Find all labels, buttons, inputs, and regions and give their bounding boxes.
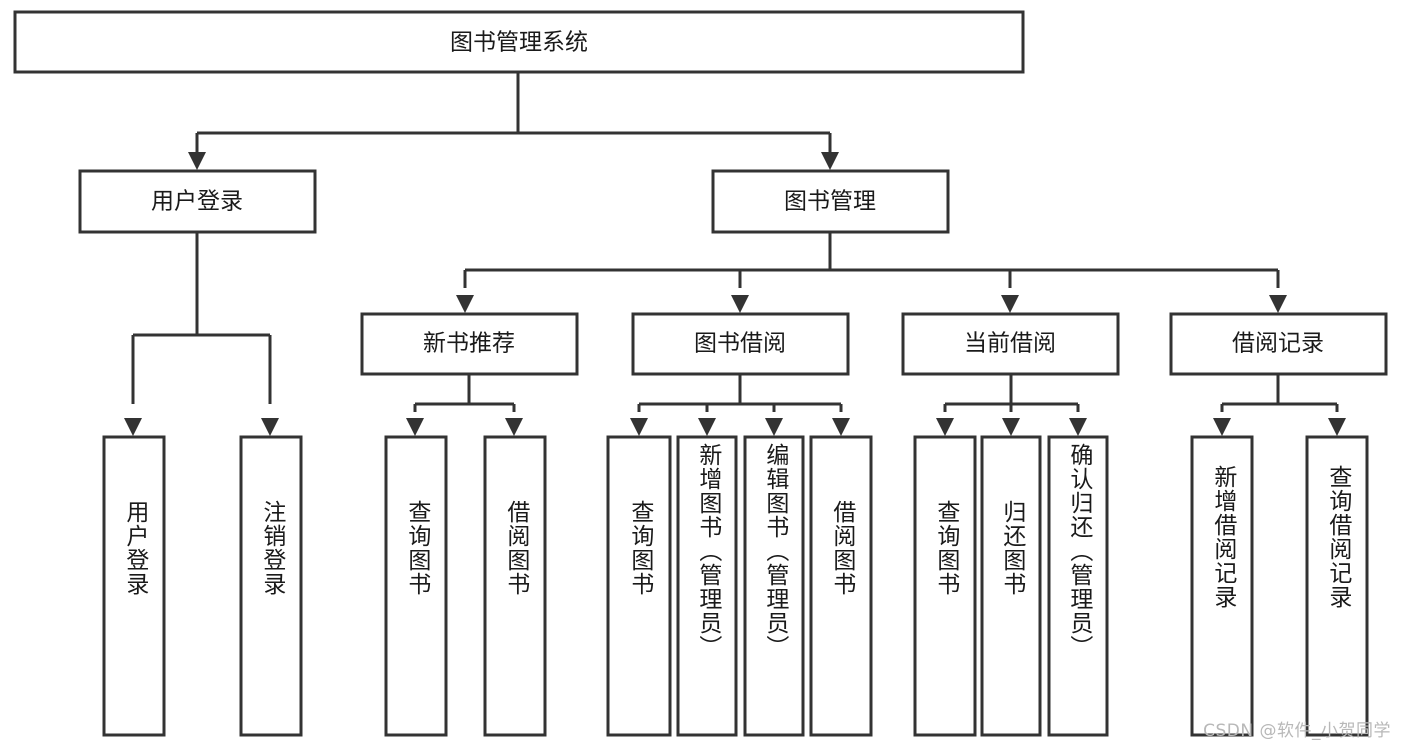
arrow-to-record-leaf-1 (1213, 418, 1231, 436)
leaf-box-user-login-1[interactable] (102, 435, 166, 737)
leaf-box-newbook-2[interactable] (483, 435, 547, 737)
arrow-to-book-borrow (731, 295, 749, 313)
arrow-to-borrow-leaf-4 (832, 418, 850, 436)
node-book-management[interactable]: 图书管理 (711, 169, 950, 234)
arrow-to-record-leaf-2 (1328, 418, 1346, 436)
leaf-box-newbook-1[interactable] (384, 435, 448, 737)
leaf-box-borrow-3[interactable] (743, 435, 805, 737)
leaf-box-record-1[interactable] (1190, 435, 1254, 737)
connectors-group (124, 72, 1346, 436)
leaf-box-record-2[interactable] (1305, 435, 1369, 737)
node-book-management-box[interactable] (711, 169, 950, 234)
node-book-borrow-label: 图书借阅 (694, 331, 786, 357)
arrow-to-logout-leaf (261, 418, 279, 436)
node-root-label: 图书管理系统 (450, 30, 588, 56)
arrow-to-borrow-leaf-1 (630, 418, 648, 436)
arrow-to-newbook-leaf-1 (406, 418, 424, 436)
leaf-box-current-2[interactable] (980, 435, 1042, 737)
leaf-box-user-login-2[interactable] (239, 435, 303, 737)
node-root[interactable]: 图书管理系统 (13, 10, 1025, 74)
leaf-box-current-1[interactable] (913, 435, 977, 737)
node-book-management-label: 图书管理 (784, 189, 876, 215)
node-current-borrow-label: 当前借阅 (964, 331, 1056, 357)
arrow-to-newbook-leaf-2 (505, 418, 523, 436)
node-borrow-record-label: 借阅记录 (1232, 331, 1324, 357)
node-borrow-record-box[interactable] (1169, 312, 1388, 376)
node-book-borrow[interactable]: 图书借阅 (631, 312, 850, 376)
arrow-to-current-leaf-1 (936, 418, 954, 436)
node-user-login[interactable]: 用户登录 (78, 169, 317, 234)
leaf-box-current-3[interactable] (1047, 435, 1109, 737)
arrow-to-borrow-leaf-2 (698, 418, 716, 436)
arrow-to-new-book-recommend (456, 295, 474, 313)
arrow-to-book-management (821, 152, 839, 170)
node-current-borrow[interactable]: 当前借阅 (901, 312, 1120, 376)
node-current-borrow-box[interactable] (901, 312, 1120, 376)
leaf-box-borrow-2[interactable] (676, 435, 738, 737)
arrow-to-borrow-record (1269, 295, 1287, 313)
node-new-book-recommend-label: 新书推荐 (423, 331, 515, 357)
node-borrow-record[interactable]: 借阅记录 (1169, 312, 1388, 376)
arrow-to-borrow-leaf-3 (765, 418, 783, 436)
arrow-to-current-leaf-2 (1002, 418, 1020, 436)
arrow-to-current-leaf-3 (1069, 418, 1087, 436)
arrow-to-user-login-leaf (124, 418, 142, 436)
node-new-book-recommend-box[interactable] (360, 312, 579, 376)
arrow-to-current-borrow (1001, 295, 1019, 313)
csdn-watermark: CSDN @软件_小贺同学 (1203, 721, 1391, 741)
node-user-login-label: 用户登录 (151, 189, 243, 215)
leaf-box-borrow-1[interactable] (606, 435, 672, 737)
node-user-login-box[interactable] (78, 169, 317, 234)
node-new-book-recommend[interactable]: 新书推荐 (360, 312, 579, 376)
leaf-box-borrow-4[interactable] (809, 435, 873, 737)
node-book-borrow-box[interactable] (631, 312, 850, 376)
arrow-to-user-login (188, 152, 206, 170)
node-root-box[interactable] (13, 10, 1025, 74)
